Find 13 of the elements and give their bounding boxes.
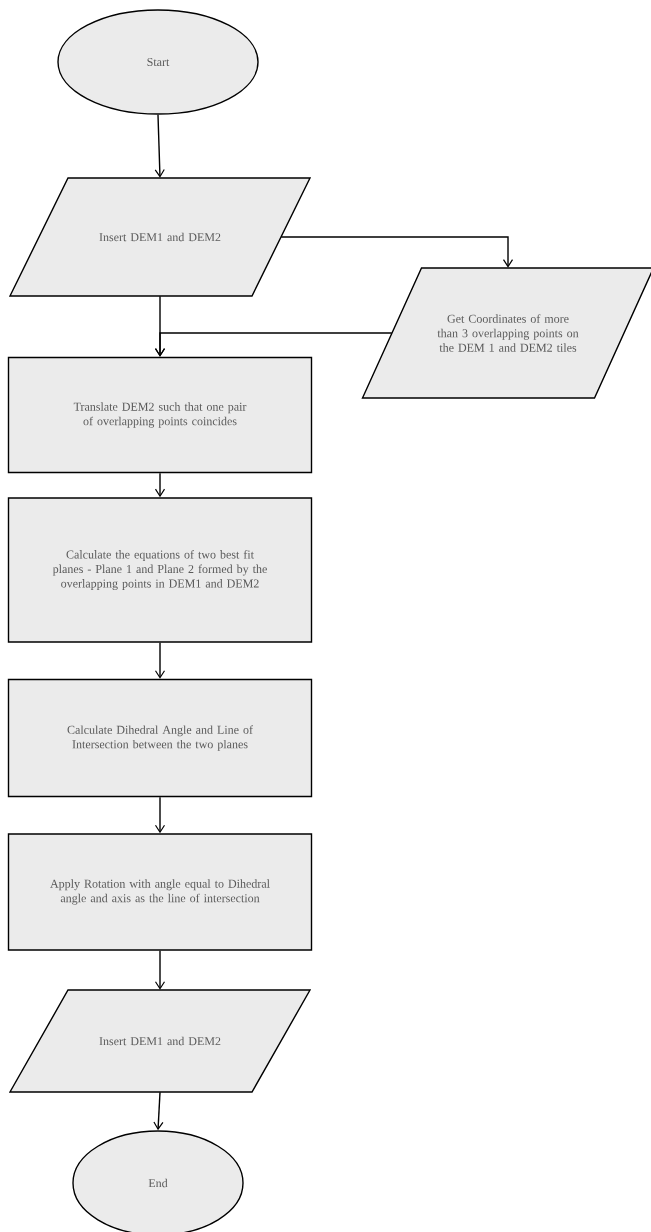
arrow — [153, 1091, 164, 1131]
arrow — [154, 472, 166, 498]
arrow — [154, 295, 166, 357]
input-output-parallelogram: Get Coordinates of more than 3 overlapping points on the DEM 1 and DEM2 tiles — [361, 267, 651, 399]
process-box: Calculate the equations of two best fit planes - Plane 1 and Plane 2 formed by the overlapping points in DEM1 and DEM2 — [7, 497, 313, 643]
arrow — [154, 114, 165, 178]
arrow — [154, 642, 166, 679]
arrow — [154, 796, 166, 834]
process-box: Calculate Dihedral Angle and Line of Intersection between the two planes — [7, 678, 313, 798]
arrow — [154, 950, 166, 990]
arrow — [280, 236, 514, 268]
process-box: Translate DEM2 such that one pair of overlapping points coincides — [7, 356, 313, 474]
process-box: Apply Rotation with angle equal to Dihedral angle and axis as the line of intersection — [7, 833, 313, 951]
